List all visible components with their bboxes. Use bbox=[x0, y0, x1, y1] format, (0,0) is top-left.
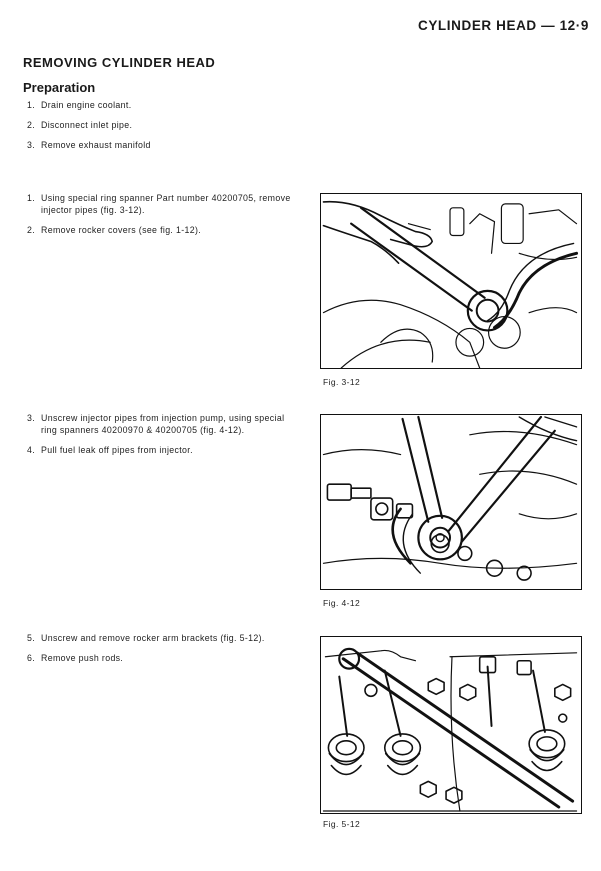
procedure-steps-2: 3. Unscrew injector pipes from injection … bbox=[27, 413, 295, 465]
list-item: 2. Remove rocker covers (see fig. 1-12). bbox=[27, 225, 295, 237]
list-item: 5. Unscrew and remove rocker arm brackets… bbox=[27, 633, 295, 645]
figure-caption: Fig. 4-12 bbox=[323, 598, 361, 608]
preparation-steps: 1. Drain engine coolant. 2. Disconnect inl… bbox=[27, 100, 307, 160]
list-item: 4. Pull fuel leak off pipes from injector… bbox=[27, 445, 295, 457]
figure-3-12 bbox=[320, 193, 582, 369]
figure-caption: Fig. 5-12 bbox=[323, 819, 361, 829]
step-number: 1. bbox=[27, 193, 36, 203]
step-text: Remove exhaust manifold bbox=[41, 140, 151, 150]
step-text: Using special ring spanner Part number 4… bbox=[41, 193, 291, 215]
two-spanners-on-pump-illustration bbox=[322, 415, 578, 581]
list-item: 1. Using special ring spanner Part number… bbox=[27, 193, 295, 216]
preparation-heading: Preparation bbox=[23, 80, 96, 95]
figure-4-12 bbox=[320, 414, 582, 590]
list-item: 3. Remove exhaust manifold bbox=[27, 140, 307, 152]
section-title: REMOVING CYLINDER HEAD bbox=[23, 55, 216, 70]
step-number: 6. bbox=[27, 653, 36, 663]
list-item: 6. Remove push rods. bbox=[27, 653, 295, 665]
step-text: Remove push rods. bbox=[41, 653, 124, 663]
spanner-on-injector-pipe-illustration bbox=[322, 200, 579, 368]
step-text: Disconnect inlet pipe. bbox=[41, 120, 133, 130]
list-item: 1. Drain engine coolant. bbox=[27, 100, 307, 112]
procedure-steps-1: 1. Using special ring spanner Part number… bbox=[27, 193, 295, 245]
page-header: CYLINDER HEAD — 12·9 bbox=[417, 18, 589, 33]
procedure-steps-3: 5. Unscrew and remove rocker arm brackets… bbox=[27, 633, 295, 673]
step-number: 4. bbox=[27, 444, 36, 455]
rocker-arm-bracket-illustration bbox=[322, 647, 578, 812]
step-number: 3. bbox=[27, 140, 36, 150]
step-text: Drain engine coolant. bbox=[41, 100, 132, 110]
step-number: 2. bbox=[27, 224, 36, 235]
list-item: 2. Disconnect inlet pipe. bbox=[27, 120, 307, 132]
step-number: 3. bbox=[27, 413, 36, 423]
step-text: Remove rocker covers (see fig. 1-12). bbox=[41, 224, 202, 235]
step-text: Pull fuel leak off pipes from injector. bbox=[41, 444, 193, 455]
step-text: Unscrew injector pipes from injection pu… bbox=[41, 413, 285, 435]
list-item: 3. Unscrew injector pipes from injection … bbox=[27, 413, 295, 436]
figure-5-12 bbox=[320, 636, 582, 814]
step-number: 1. bbox=[27, 100, 36, 110]
figure-caption: Fig. 3-12 bbox=[323, 377, 361, 387]
step-number: 5. bbox=[27, 633, 36, 643]
step-text: Unscrew and remove rocker arm brackets (… bbox=[41, 633, 265, 643]
step-number: 2. bbox=[27, 120, 36, 130]
